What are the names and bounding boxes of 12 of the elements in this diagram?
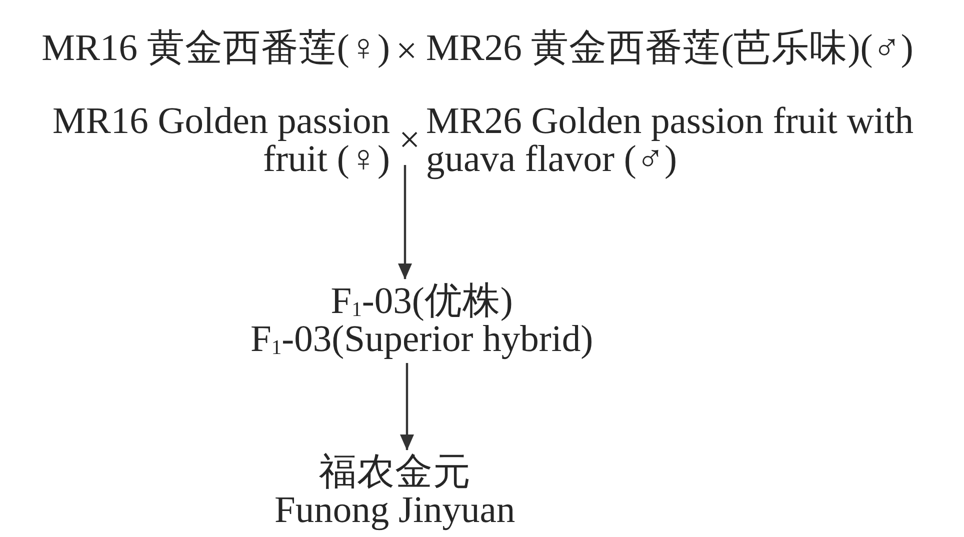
cross-sign: × [396, 32, 418, 72]
node-label: MR16 黄金西番莲(♀) [42, 29, 390, 69]
arrow [398, 165, 412, 280]
node-label: F$_{1}$-03(Superior hybrid) [250, 321, 594, 359]
cross-sign: × [399, 121, 420, 161]
node-label: MR26 黄金西番莲(芭乐味)(♂) [426, 29, 914, 69]
node-label: MR16 Golden passion fruit (♀) [52, 103, 390, 179]
node-label: 福农金元 [318, 454, 471, 492]
node-label: F$_{1}$-03(优株) [330, 283, 513, 321]
arrow [400, 363, 414, 450]
node-label: MR26 Golden passion fruit with guava flavor (♂) [426, 103, 914, 179]
node-label: Funong Jinyuan [274, 492, 516, 530]
